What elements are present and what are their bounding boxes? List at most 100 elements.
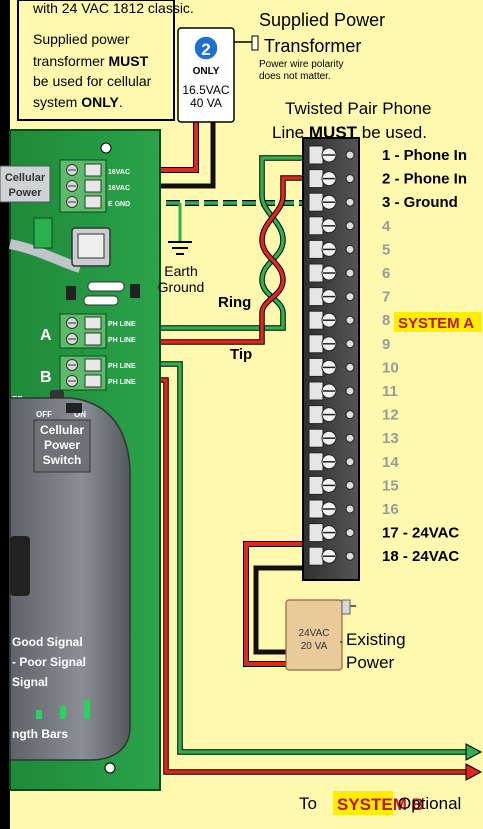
earth-ground-symbol [168,241,192,255]
terminal-label-17: 17 - 24VAC [382,525,459,542]
label-a: A [40,327,52,344]
terminal-label-8: 8 [382,312,390,329]
note-line-1: with 24 VAC 1812 classic. [32,0,194,16]
terminal-label-1: 1 - Phone In [382,147,467,164]
terminal-row [308,287,355,307]
case-slot [10,536,30,596]
signal-strength-bars [36,700,90,719]
terminal-label-16: 16 [382,501,399,518]
earth-ground-label-2: Ground [158,279,205,295]
note-line-5: system ONLY. [33,94,123,110]
left-border [0,0,10,829]
existing-voltage: 24VAC [299,628,330,639]
system-b-green-arrow [465,743,483,761]
footer-to: To [299,794,317,813]
existing-power-black-wire [253,565,305,655]
terminal-a-line-1: PH LINE [108,321,136,328]
switch-toggle[interactable] [66,403,82,413]
signal-poor-label: - Poor Signal [12,655,86,669]
terminal-row [308,428,355,448]
note-line-2: Supplied power [33,31,130,47]
transformer-power: 40 VA [190,96,222,110]
note-line-3: transformer MUST [33,53,149,69]
transformer-badge [193,35,219,61]
transformer-title-1: Supplied Power [259,10,385,30]
terminal-row [308,381,355,401]
terminal-label-5: 5 [382,241,390,258]
cellular-power-tag [0,165,51,203]
terminal-label-12: 12 [382,407,399,424]
terminal-row [308,357,355,377]
terminal-egnd: E GND [108,201,130,208]
terminal-row [308,475,355,495]
terminal-row [308,405,355,425]
terminal-row [308,192,355,212]
terminal-label-13: 13 [382,430,399,447]
transformer-title-2: Transformer [264,36,361,56]
terminal-row [308,334,355,354]
terminal-row [308,239,355,259]
phone-line-note-1: Twisted Pair Phone [285,99,431,118]
system-b-red-arrow [465,763,483,781]
terminal-label-18: 18 - 24VAC [382,548,459,565]
earth-ground-label-1: Earth [164,263,197,279]
switch-label-1: Cellular [40,423,84,437]
terminal-label-4: 4 [382,218,391,235]
terminal-row [308,546,355,566]
terminal-row [308,263,355,283]
polarity-note-1: Power wire polarity [259,59,343,70]
terminal-b-line-1: PH LINE [108,363,136,370]
label-b: B [40,369,52,386]
signal-good-label: Good Signal [12,635,83,649]
terminal-a-line-2: PH LINE [108,337,136,344]
terminal-16vac-2: 16VAC [108,185,130,192]
existing-power-red-wire [244,542,305,666]
terminal-16vac-1: 16VAC [108,169,130,176]
system-b-highlight [333,791,393,815]
terminal-label-14: 14 [382,454,399,471]
system-a-label: SYSTEM A [398,315,474,332]
terminal-label-10: 10 [382,359,399,376]
terminal-row [308,169,355,189]
terminal-row [308,452,355,472]
device-case [9,397,131,761]
terminal-label-7: 7 [382,289,390,306]
resistor-2 [83,295,119,306]
terminal-row [308,499,355,519]
footer-system-b: SYSTEM B [337,795,424,814]
terminal-label-3: 3 - Ground [382,194,458,211]
terminal-row [308,216,355,236]
switch-on-label: ON [74,410,86,419]
switch-off-label: OFF [36,410,52,419]
tip-label: Tip [230,346,252,363]
resistor-1 [87,281,125,292]
transformer-badge-number: 2 [201,40,210,59]
cellular-module: 16VAC 16VAC E GND PH LINE PH LINE A PH L… [0,129,161,791]
transformer-badge-label: ONLY [193,66,220,77]
ring-label: Ring [218,294,251,311]
terminal-row [308,523,355,543]
terminal-strip [302,137,360,581]
supplied-transformer: 2 ONLY 16.5VAC 40 VA [177,27,259,123]
polarity-note-2: does not matter. [259,71,331,82]
terminal-label-9: 9 [382,336,390,353]
strength-bars-label: ngth Bars [12,727,68,741]
system-a-highlight [394,312,482,332]
terminal-label-15: 15 [382,477,399,494]
note-box [17,0,175,121]
cellular-power-switch[interactable] [33,419,91,473]
terminal-label-11: 11 [382,383,398,400]
existing-label-2: Power [346,653,395,672]
mounting-hole-bottom [104,762,116,774]
terminal-row [308,310,355,330]
terminal-label-6: 6 [382,265,390,282]
tip-wire [70,176,305,344]
switch-label-2: Power [44,438,80,452]
terminal-row [308,145,355,165]
mounting-hole-top [100,142,112,154]
cellular-power-label-2: Power [8,187,42,199]
cellular-power-label-1: Cellular [5,172,46,184]
